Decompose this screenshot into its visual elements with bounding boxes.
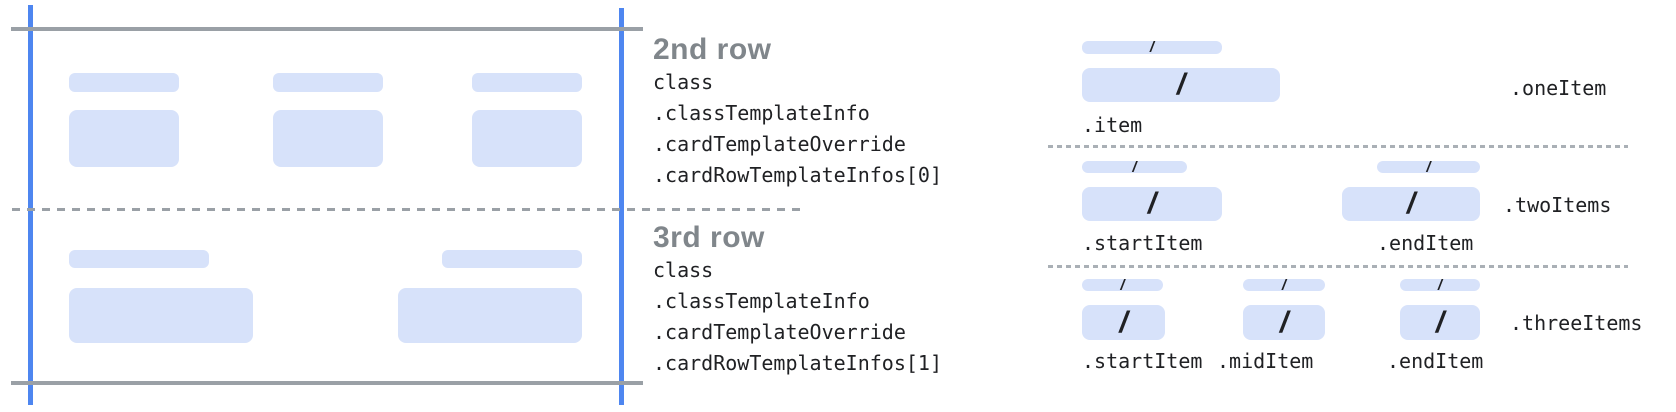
miditem-field-label: .midItem xyxy=(1217,349,1314,373)
row2-field1-label-bar xyxy=(69,73,179,92)
slash-separator-icon: / xyxy=(1119,305,1128,339)
code-line: .cardTemplateOverride xyxy=(653,320,906,344)
template-divider-dotted-line xyxy=(1048,145,1628,148)
row3-field1-label-bar xyxy=(69,250,209,268)
row2-field1-value-box xyxy=(69,110,179,167)
code-line: class xyxy=(653,70,714,94)
row3-field1-value-box xyxy=(69,288,253,343)
twoitems-start-label-bar: / xyxy=(1082,158,1187,176)
threeitems-end-value-bar: / xyxy=(1400,305,1480,340)
slash-separator-icon: / xyxy=(1120,276,1125,294)
card-right-edge-guide xyxy=(619,8,624,405)
oneitem-value-bar: / xyxy=(1082,68,1280,102)
card-left-edge-guide xyxy=(28,5,33,405)
slash-separator-icon: / xyxy=(1281,276,1287,294)
threeitems-start-label-bar: / xyxy=(1082,276,1163,294)
slash-separator-icon: / xyxy=(1406,187,1416,220)
template-label-twoitems: .twoItems xyxy=(1503,193,1612,217)
row3-heading: 3rd row xyxy=(653,221,765,254)
card-bottom-edge-guide xyxy=(11,381,643,385)
template-label-oneitem: .oneItem xyxy=(1510,76,1607,100)
enditem-field-label: .endItem xyxy=(1387,349,1484,373)
card-top-edge-guide xyxy=(11,27,643,31)
code-line: .cardRowTemplateInfos[0] xyxy=(653,163,942,187)
item-field-label: .item xyxy=(1082,113,1143,137)
row2-field2-label-bar xyxy=(273,73,383,92)
code-line: .classTemplateInfo xyxy=(653,289,870,313)
slash-separator-icon: / xyxy=(1176,68,1186,101)
row2-field2-value-box xyxy=(273,110,383,167)
slash-separator-icon: / xyxy=(1149,39,1155,56)
template-label-threeitems: .threeItems xyxy=(1510,311,1643,335)
threeitems-mid-value-bar: / xyxy=(1243,305,1325,340)
slash-separator-icon: / xyxy=(1132,158,1137,176)
code-line: class xyxy=(653,258,714,282)
row3-field2-label-bar xyxy=(442,250,582,268)
row2-heading: 2nd row xyxy=(653,33,772,66)
slash-separator-icon: / xyxy=(1426,158,1431,176)
startitem-field-label: .startItem xyxy=(1082,349,1203,373)
threeitems-mid-label-bar: / xyxy=(1243,276,1325,294)
row3-code-path: class .classTemplateInfo .cardTemplateOv… xyxy=(653,255,942,379)
slash-separator-icon: / xyxy=(1437,276,1443,294)
code-line: .cardRowTemplateInfos[1] xyxy=(653,351,942,375)
row2-field3-label-bar xyxy=(472,73,582,92)
row2-field3-value-box xyxy=(472,110,582,167)
slash-separator-icon: / xyxy=(1435,305,1445,339)
twoitems-end-label-bar: / xyxy=(1377,158,1480,176)
row3-field2-value-box xyxy=(398,288,582,343)
slash-separator-icon: / xyxy=(1147,187,1157,220)
twoitems-end-value-bar: / xyxy=(1342,187,1480,221)
threeitems-end-label-bar: / xyxy=(1400,276,1480,294)
slash-separator-icon: / xyxy=(1279,305,1289,339)
threeitems-start-value-bar: / xyxy=(1082,305,1165,340)
row-divider-dashed-line xyxy=(12,208,805,211)
twoitems-start-value-bar: / xyxy=(1082,187,1222,221)
code-line: .cardTemplateOverride xyxy=(653,132,906,156)
startitem-field-label: .startItem xyxy=(1082,231,1203,255)
template-divider-dotted-line xyxy=(1048,265,1628,268)
oneitem-label-bar: / xyxy=(1082,39,1222,56)
enditem-field-label: .endItem xyxy=(1377,231,1474,255)
row2-code-path: class .classTemplateInfo .cardTemplateOv… xyxy=(653,67,942,191)
code-line: .classTemplateInfo xyxy=(653,101,870,125)
